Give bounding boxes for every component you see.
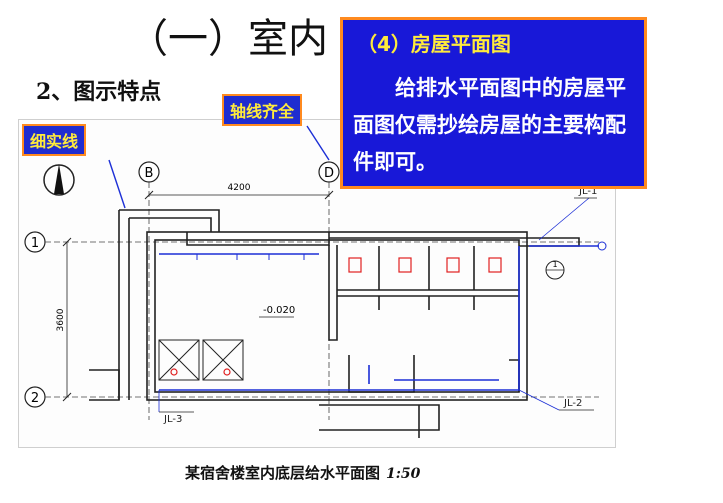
axis-bubble-2: 2 — [24, 386, 46, 408]
caption-text: 某宿舍楼室内底层给水平面图 — [185, 464, 381, 482]
stalls — [158, 339, 244, 381]
popup-body: 给排水平面图中的房屋平面图仅需抄绘房屋的主要构配件即可。 — [353, 76, 626, 174]
sanitary-fixtures — [170, 257, 502, 376]
axis-label-1: 1 — [31, 236, 39, 251]
axis-bubble-b: B — [138, 161, 160, 183]
elevation-mark: -0.020 — [259, 305, 295, 318]
section-mark-number: 1 — [552, 260, 557, 269]
pipe-label-jl1: JL-1 — [578, 186, 597, 197]
valve-icon — [597, 241, 607, 251]
axis-label-2: 2 — [31, 391, 39, 406]
section-heading: 2、图示特点 — [36, 79, 162, 105]
drawing-caption: 某宿舍楼室内底层给水平面图 1:50 — [185, 462, 420, 483]
slide-title: （一）室内 — [128, 16, 328, 62]
pipe-branches — [196, 254, 305, 260]
axis-bubble-1: 1 — [24, 231, 46, 253]
floor-plan-svg: B D 1 2 4200 — [24, 125, 607, 438]
north-arrow-icon — [43, 164, 75, 196]
popup-title: （4）房屋平面图 — [357, 32, 511, 56]
pipe-label-jl2: JL-2 — [563, 398, 582, 409]
axis-bubble-d: D — [318, 161, 340, 183]
dimension-vertical: 3600 — [56, 237, 72, 402]
caption-scale: 1:50 — [386, 466, 421, 482]
callout-thin-line: 细实线 — [22, 124, 87, 156]
callout-leaders — [108, 125, 330, 209]
elevation-label: -0.020 — [263, 305, 295, 316]
pipe-label-jl3: JL-3 — [163, 414, 182, 425]
dimension-label-3600: 3600 — [56, 308, 66, 331]
axis-label-b: B — [145, 166, 154, 181]
dimension-horizontal: 4200 — [144, 183, 334, 200]
section-mark: 1 — [545, 260, 565, 280]
explanation-popup: （4）房屋平面图 给排水平面图中的房屋平面图仅需抄绘房屋的主要构配件即可。 — [340, 17, 647, 189]
pipe-labels: JL-1 JL-2 JL-3 — [158, 186, 597, 425]
callout-axis-aligned: 轴线齐全 — [222, 94, 303, 126]
axis-label-d: D — [324, 166, 334, 181]
axis-lines — [45, 182, 599, 420]
walls — [89, 209, 580, 438]
dimension-label-4200: 4200 — [228, 183, 251, 193]
